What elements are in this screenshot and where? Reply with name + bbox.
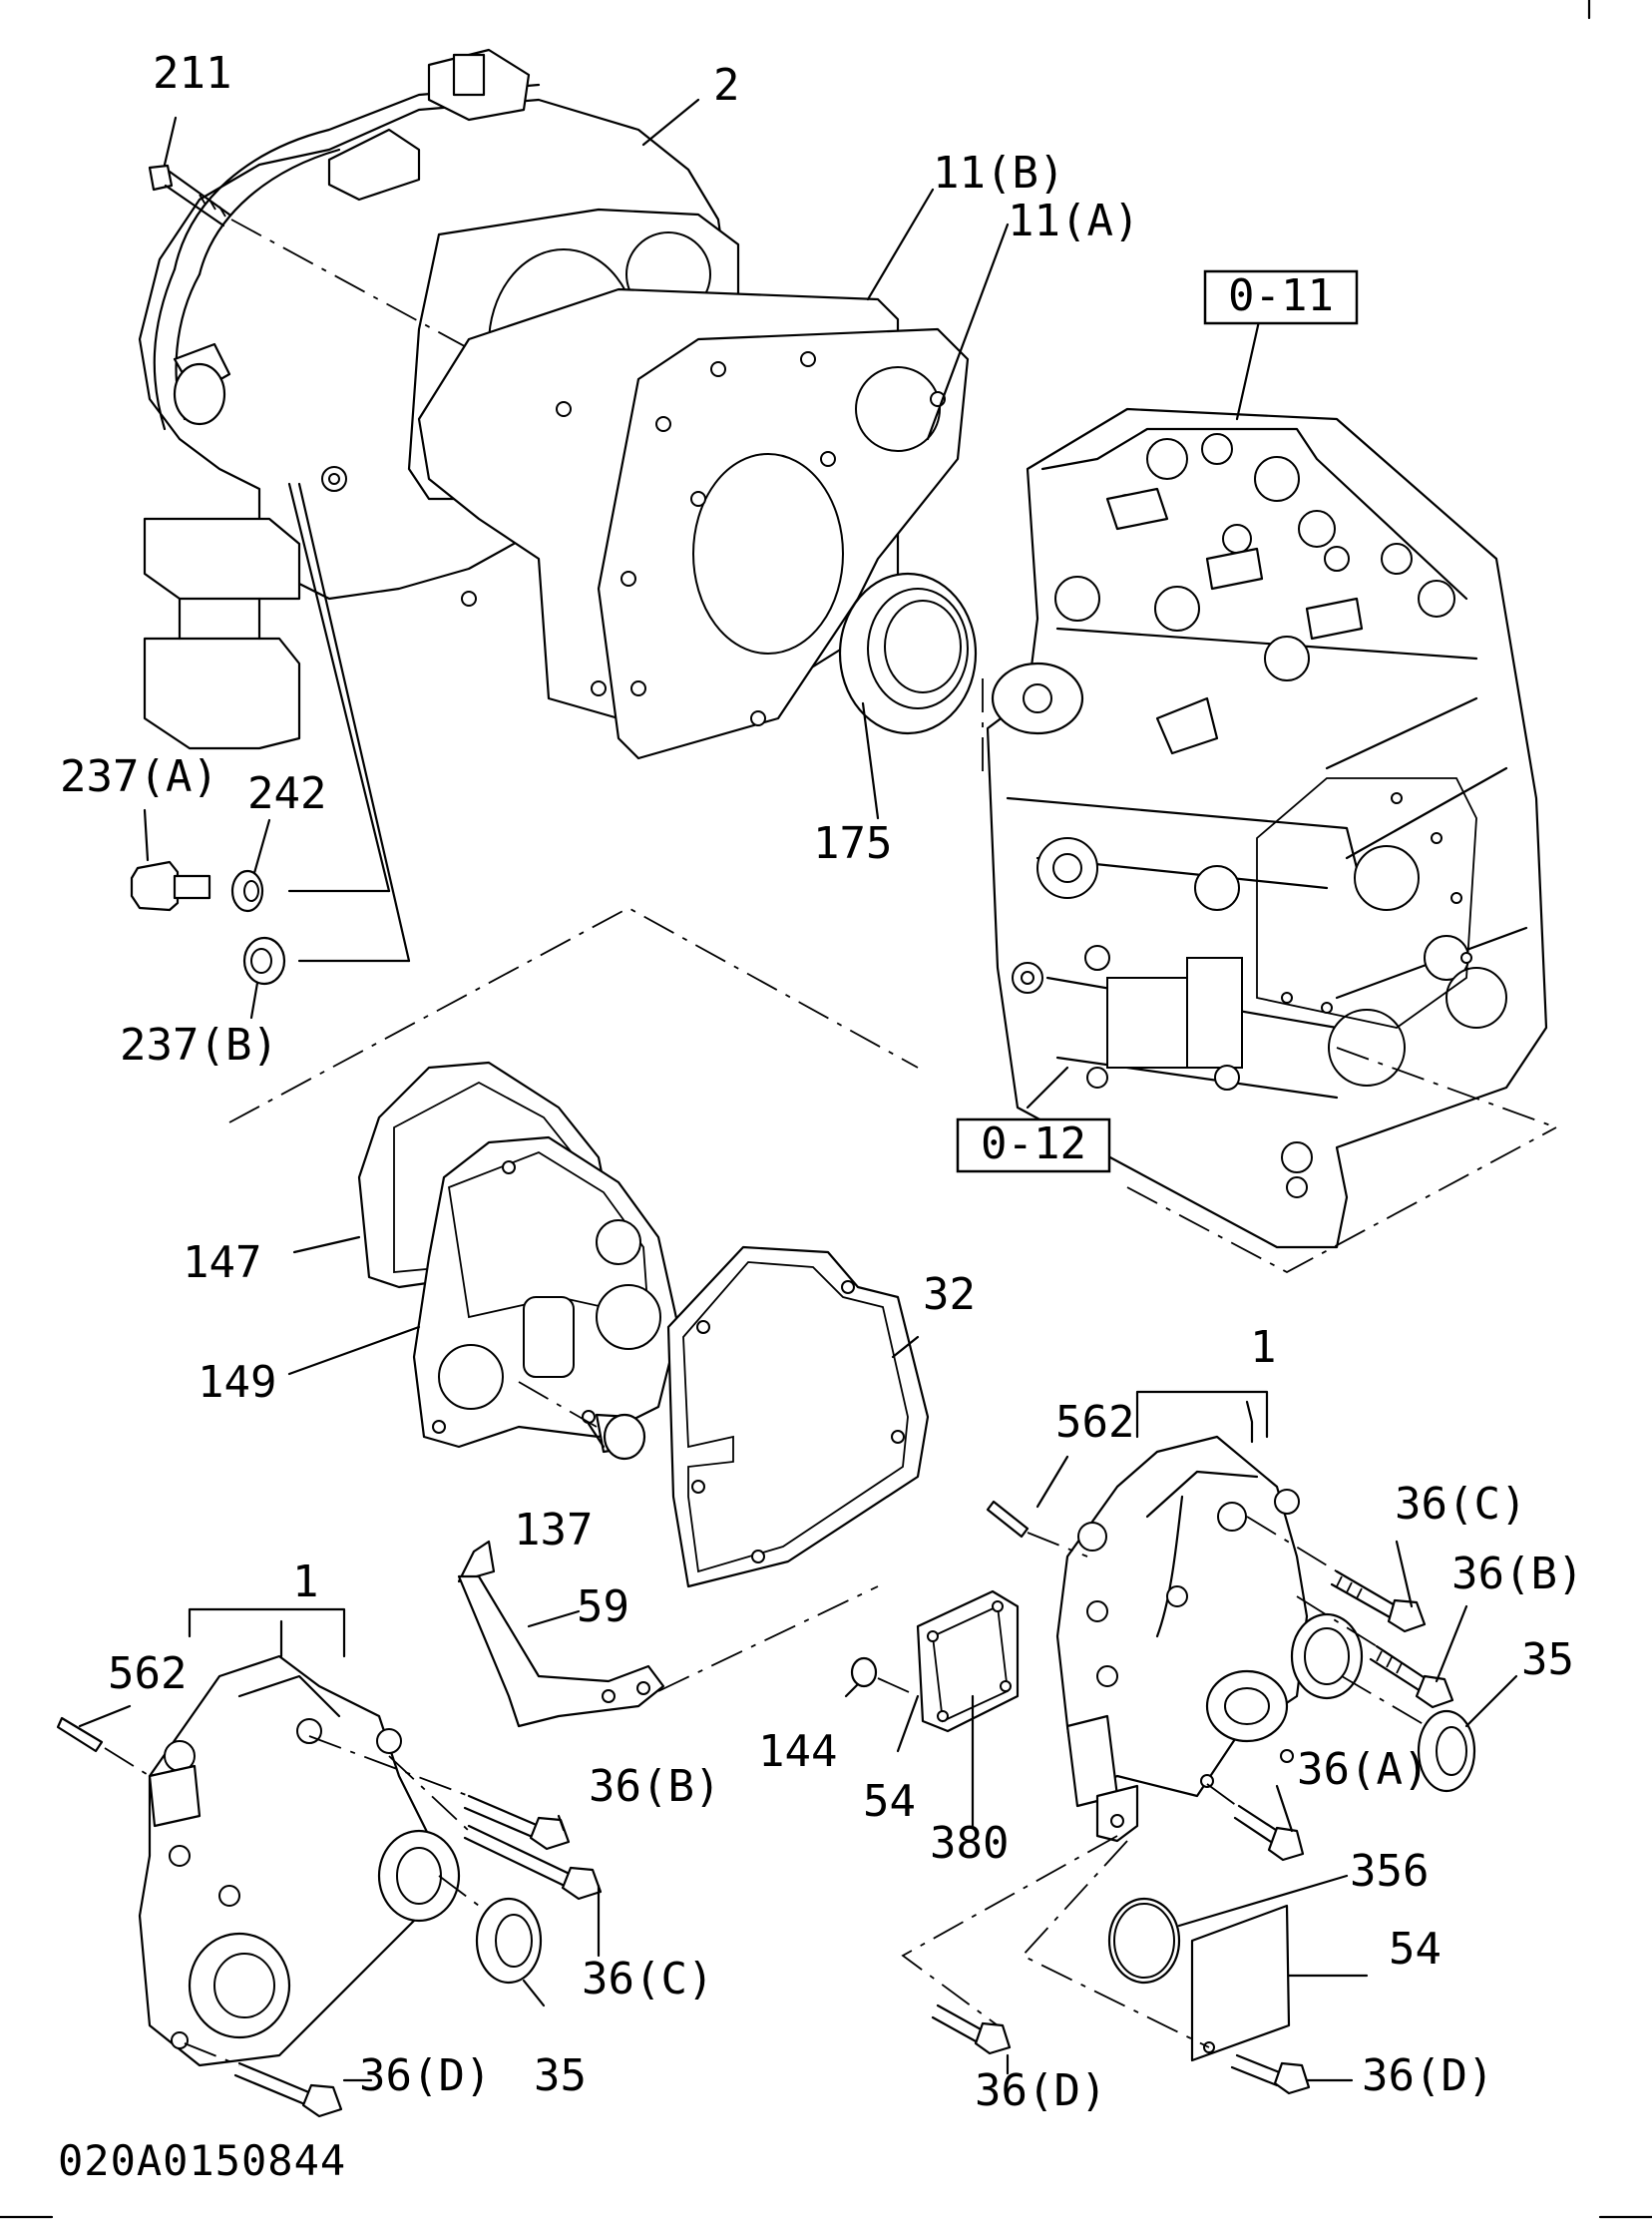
callout-32[interactable]: 32 [923,1269,976,1320]
washer-242-drawing [230,869,264,913]
bolt-137-drawing [518,1381,646,1461]
callout-1-left[interactable]: 1 [292,1557,319,1607]
callout-59[interactable]: 59 [577,1581,629,1632]
leader-lines [78,98,1518,2082]
o-ring-356-drawing [1107,1897,1181,1985]
callout-137[interactable]: 137 [514,1505,593,1556]
assembly-outline [228,906,1557,1274]
callout-11b[interactable]: 11(B) [933,148,1064,199]
gear-case-right-drawing [1055,1435,1364,1843]
pin-562-right-drawing [986,1500,1088,1558]
gasket-32-drawing [666,1245,930,1588]
callout-562-left[interactable]: 562 [108,1648,187,1699]
callout-36d-right[interactable]: 36(D) [1362,2050,1493,2101]
callout-380[interactable]: 380 [930,1818,1009,1869]
callout-54-mid[interactable]: 54 [863,1776,916,1827]
bracket-59-drawing [457,1540,879,1728]
bolt-36d-mid-drawing [901,1835,1118,2055]
drawing-code: 020A0150844 [58,2136,346,2185]
callout-562-right[interactable]: 562 [1055,1397,1134,1448]
plate-54-right-drawing [1021,1840,1291,2062]
gasket-11a-drawing [597,327,970,760]
bracket-assembly-1-left [188,1607,346,1658]
callout-211[interactable]: 211 [153,48,231,99]
bracket-plugs [287,482,411,963]
cover-380-drawing [916,1589,1020,1733]
callout-237b[interactable]: 237(B) [120,1020,278,1071]
nut-144-drawing [850,1656,919,1697]
ref-leader-0-11 [1235,319,1261,421]
oil-seal-35-right-drawing [1341,1675,1476,1793]
callout-1-right[interactable]: 1 [1250,1322,1277,1373]
plug-237a-drawing [130,860,211,912]
callout-36a[interactable]: 36(A) [1297,1744,1429,1795]
callout-36b-left[interactable]: 36(B) [589,1761,720,1812]
callout-237a[interactable]: 237(A) [60,751,218,802]
plug-237b-drawing [242,936,286,986]
callout-149[interactable]: 149 [198,1357,276,1408]
ref-box-0-11[interactable]: 0-11 [1203,269,1359,325]
bolt-36d-right-drawing [1230,2053,1311,2095]
leader-lines-plugs [287,889,411,963]
callout-356[interactable]: 356 [1350,1846,1429,1897]
ref-box-0-12[interactable]: 0-12 [956,1117,1111,1173]
callout-242[interactable]: 242 [247,768,326,819]
engine-block-drawing [982,407,1557,1249]
bolt-36c-right-drawing [1246,1516,1427,1633]
callout-144[interactable]: 144 [758,1726,837,1777]
ref-leader-0-12 [1026,1066,1069,1110]
callout-35-right[interactable]: 35 [1521,1634,1574,1685]
callout-36c-left[interactable]: 36(C) [582,1954,713,2004]
callout-2[interactable]: 2 [713,60,740,111]
callout-36d-left[interactable]: 36(D) [359,2050,491,2101]
bolt-36c-left-drawing [388,1755,603,1901]
bolt-211-drawing [148,164,600,420]
bolt-36b-right-drawing [1296,1595,1454,1709]
callout-175[interactable]: 175 [813,818,892,869]
pin-562-left-drawing [56,1716,151,1777]
bolt-36a-drawing [1206,1783,1305,1862]
svg-text:0-11: 0-11 [1228,270,1334,321]
gear-case-left-drawing [138,1654,461,2067]
bolt-36b-left-drawing [308,1735,571,1851]
gasket-149-drawing [412,1135,680,1449]
bracket-assembly-1-right [1135,1390,1269,1439]
bolt-36d-left-drawing [184,2042,343,2118]
callout-36d-mid[interactable]: 36(D) [975,2065,1106,2116]
oil-seal-175-drawing [838,572,978,735]
callout-36c-right[interactable]: 36(C) [1395,1479,1526,1530]
oil-seal-35-left-drawing [438,1875,543,1985]
callout-labels: 211 2 11(B) 11(A) 237(A) 242 175 237(B) … [60,48,1583,2116]
callout-36b-right[interactable]: 36(B) [1451,1549,1583,1599]
callout-35-left[interactable]: 35 [534,2050,587,2101]
svg-text:0-12: 0-12 [981,1118,1086,1169]
callout-147[interactable]: 147 [183,1237,261,1288]
callout-11a[interactable]: 11(A) [1008,196,1139,246]
callout-54-right[interactable]: 54 [1389,1924,1442,1975]
